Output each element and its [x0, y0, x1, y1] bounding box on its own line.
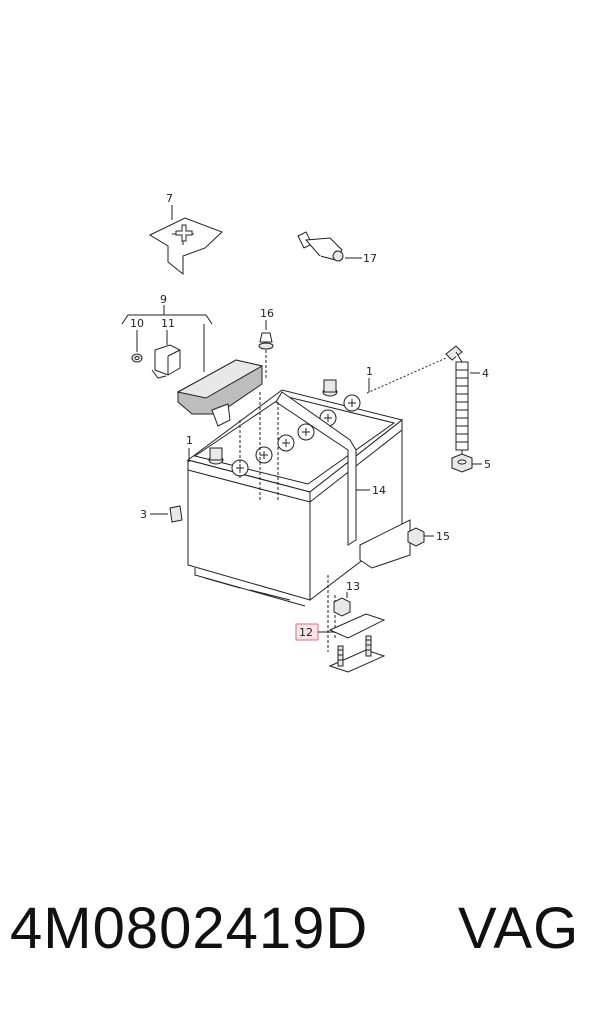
part-4-ground-cable — [445, 345, 469, 455]
callout-4: 4 — [482, 367, 489, 380]
part-13-nut — [333, 597, 351, 617]
part-17-cable — [267, 231, 344, 383]
part-10-nut — [131, 353, 143, 363]
brand-name: VAG — [458, 896, 580, 961]
callout-1a: 1 — [186, 434, 193, 447]
part-1-battery — [186, 379, 411, 607]
callout-15: 15 — [436, 530, 450, 543]
callout-10: 10 — [130, 317, 144, 330]
callout-12[interactable]: 12 — [299, 626, 313, 639]
part-9-terminal-cover — [176, 359, 264, 427]
part-5-nut — [451, 453, 473, 473]
part-number: 4M0802419D — [10, 896, 369, 961]
part-11-sensor — [151, 344, 181, 379]
callout-16: 16 — [260, 307, 274, 320]
callout-9: 9 — [160, 293, 167, 306]
part-12-mounting-bracket — [328, 613, 386, 673]
callout-5: 5 — [484, 458, 491, 471]
callout-1b: 1 — [366, 365, 373, 378]
battery-assembly-diagram: 7 9 10 11 16 17 4 — [121, 192, 491, 673]
callout-14: 14 — [372, 484, 386, 497]
callout-13: 13 — [346, 580, 360, 593]
part-16-bolt — [258, 332, 274, 350]
callout-3: 3 — [140, 508, 147, 521]
callout-7: 7 — [166, 192, 173, 205]
part-3-plug — [169, 505, 183, 523]
callout-17: 17 — [363, 252, 377, 265]
callout-11: 11 — [161, 317, 175, 330]
part-7-plus-cover — [148, 217, 223, 276]
footer: 4M0802419D VAG — [0, 895, 600, 975]
part-15-nut — [407, 527, 425, 547]
